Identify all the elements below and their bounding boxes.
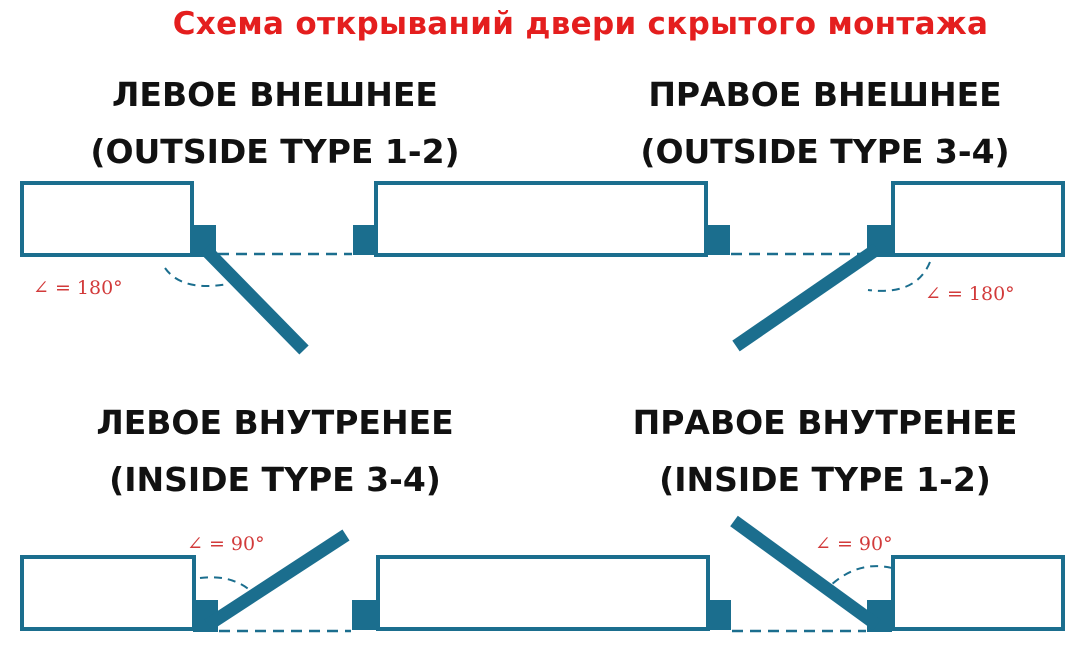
label-right-inside-line2: (INSIDE TYPE 1-2) bbox=[659, 460, 991, 499]
label-left-outside: ЛЕВОЕ ВНЕШНЕЕ (OUTSIDE TYPE 1-2) bbox=[40, 66, 510, 180]
label-right-inside-line1: ПРАВОЕ ВНУТРЕНЕЕ bbox=[632, 403, 1018, 442]
page-title: Схема открываний двери скрытого монтажа bbox=[172, 6, 989, 42]
hinge-block-top-center-right bbox=[706, 225, 730, 255]
door-leaf-open-bottom-left bbox=[204, 529, 350, 631]
label-right-outside-line2: (OUTSIDE TYPE 3-4) bbox=[640, 132, 1010, 171]
door-leaf-open-bottom-right bbox=[730, 515, 881, 631]
label-left-outside-line2: (OUTSIDE TYPE 1-2) bbox=[90, 132, 460, 171]
label-left-inside: ЛЕВОЕ ВНУТРЕНЕЕ (INSIDE TYPE 3-4) bbox=[40, 394, 510, 508]
angle-arc-top-left bbox=[164, 267, 229, 287]
label-left-inside-line1: ЛЕВОЕ ВНУТРЕНЕЕ bbox=[96, 403, 454, 442]
door-leaf-open-top-left bbox=[200, 244, 309, 355]
label-left-inside-line2: (INSIDE TYPE 3-4) bbox=[109, 460, 441, 499]
label-right-outside: ПРАВОЕ ВНЕШНЕЕ (OUTSIDE TYPE 3-4) bbox=[590, 66, 1060, 180]
label-right-outside-line1: ПРАВОЕ ВНЕШНЕЕ bbox=[648, 75, 1002, 114]
door-leaf-open-top-right bbox=[732, 243, 881, 352]
angle-label-top-right: ∠ = 180° bbox=[925, 283, 1015, 305]
angle-arc-bottom-right bbox=[829, 565, 893, 587]
hinge-block-bottom-center-right bbox=[708, 600, 731, 630]
wall-top-right bbox=[891, 181, 1065, 257]
door-leaf-bottom-center bbox=[376, 555, 710, 631]
label-right-inside: ПРАВОЕ ВНУТРЕНЕЕ (INSIDE TYPE 1-2) bbox=[590, 394, 1060, 508]
wall-bottom-left bbox=[20, 555, 196, 631]
angle-label-top-left: ∠ = 180° bbox=[33, 277, 123, 299]
angle-label-bottom-left: ∠ = 90° bbox=[187, 533, 265, 555]
angle-label-bottom-right: ∠ = 90° bbox=[815, 533, 893, 555]
door-leaf-top-center bbox=[374, 181, 708, 257]
hinge-block-bottom-center-left bbox=[352, 600, 376, 630]
wall-bottom-right bbox=[891, 555, 1065, 631]
angle-arc-bottom-left bbox=[199, 576, 253, 593]
wall-top-left bbox=[20, 181, 194, 257]
hinge-block-top-center-left bbox=[353, 225, 376, 255]
label-left-outside-line1: ЛЕВОЕ ВНЕШНЕЕ bbox=[112, 75, 438, 114]
angle-arc-top-right bbox=[867, 261, 931, 292]
